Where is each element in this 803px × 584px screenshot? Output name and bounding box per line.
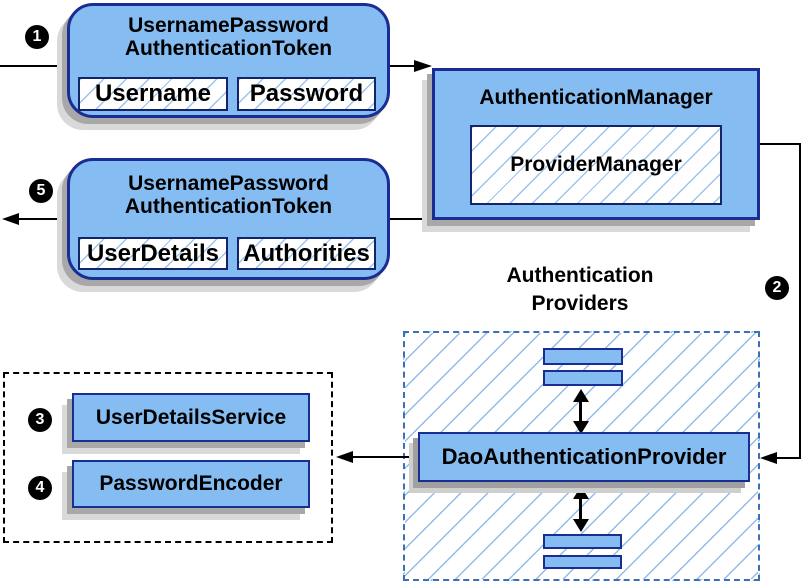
provider-stack-bar: [543, 555, 622, 569]
node-username-password-token-result: UsernamePassword AuthenticationToken Use…: [67, 158, 390, 280]
password-encoder-title: PasswordEncoder: [99, 472, 283, 495]
node-password-encoder: PasswordEncoder: [72, 460, 310, 508]
step-badge-3: 3: [28, 408, 52, 432]
step-badge-2: 2: [765, 276, 789, 300]
field-label: Username: [94, 80, 212, 107]
line-segment: [760, 143, 801, 145]
node-title-line: AuthenticationToken: [124, 195, 333, 218]
field-username: Username: [78, 77, 228, 111]
provider-stack-bar: [543, 370, 623, 386]
dao-authentication-provider-title: DaoAuthenticationProvider: [441, 444, 727, 469]
services-region: [3, 372, 333, 543]
line-segment: [774, 457, 801, 459]
node-title-line: UsernamePassword: [128, 172, 329, 195]
field-user-details: UserDetails: [78, 237, 228, 270]
field-label: UserDetails: [86, 239, 220, 267]
node-dao-authentication-provider: DaoAuthenticationProvider: [418, 432, 750, 482]
providers-group-label: Authentication Providers: [440, 262, 720, 318]
field-label: Password: [249, 80, 364, 107]
provider-stack-bar: [543, 348, 623, 365]
arrowhead-left-icon: [760, 452, 777, 464]
node-provider-manager: ProviderManager: [470, 125, 722, 205]
field-label: Authorities: [243, 239, 370, 267]
user-details-service-title: UserDetailsService: [95, 405, 287, 429]
providers-group-label-line: Providers: [531, 292, 629, 315]
arrowhead-left-icon: [336, 451, 353, 463]
node-user-details-service: UserDetailsService: [72, 393, 310, 442]
node-authentication-manager: AuthenticationManager ProviderManager: [432, 68, 760, 220]
double-arrow-icon: [572, 389, 589, 434]
arrowhead-right-icon: [414, 60, 432, 72]
line-segment: [799, 143, 801, 459]
provider-manager-label: ProviderManager: [510, 153, 682, 176]
providers-group-label-line: Authentication: [506, 264, 654, 287]
step-badge-4: 4: [28, 476, 52, 500]
node-title-line: AuthenticationToken: [124, 37, 333, 60]
node-title-line: UsernamePassword: [128, 14, 329, 37]
field-authorities: Authorities: [237, 237, 376, 270]
double-arrow-icon: [572, 486, 589, 532]
authentication-manager-title: AuthenticationManager: [479, 86, 713, 109]
step-badge-1: 1: [25, 25, 49, 49]
arrowhead-left-icon: [2, 213, 19, 225]
node-username-password-token-request: UsernamePassword AuthenticationToken Use…: [67, 3, 390, 118]
step-badge-5: 5: [29, 179, 53, 203]
provider-stack-bar: [543, 534, 622, 549]
field-password: Password: [237, 77, 376, 111]
